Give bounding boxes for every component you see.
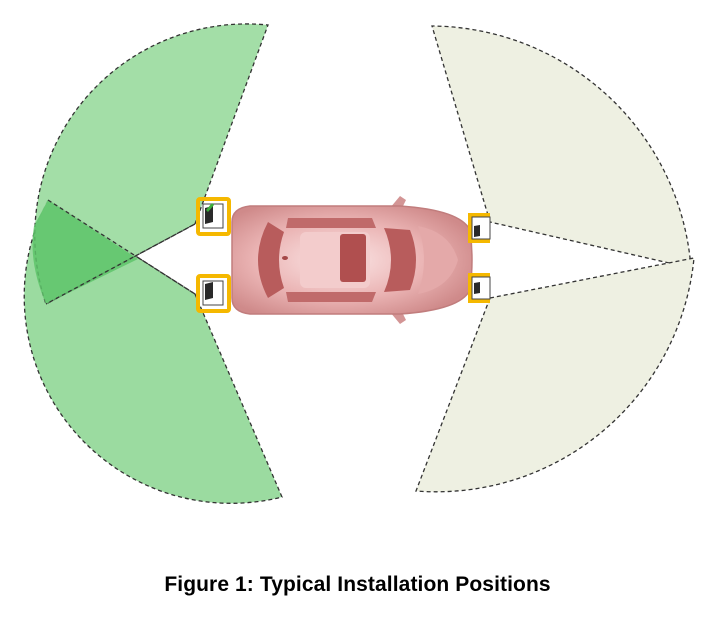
- sensor-mount: [205, 282, 213, 300]
- sensor-highlight-box: [196, 197, 231, 236]
- sensor-indicator: [206, 203, 214, 212]
- car-hood-detail: [282, 256, 288, 260]
- car-window-bottom: [286, 292, 376, 302]
- rear-lower-zone: [415, 257, 695, 493]
- front-right-sensor: [196, 274, 231, 313]
- front-detection-zones: [23, 23, 283, 504]
- sensor-mount: [474, 225, 480, 237]
- car-top-view-icon: [231, 196, 473, 324]
- front-overlap-edge-upper: [47, 199, 196, 295]
- rear-left-sensor: [468, 213, 491, 243]
- front-sensors: [196, 197, 231, 313]
- rear-sensors: [468, 213, 491, 303]
- sensor-highlight-bracket: [468, 213, 490, 243]
- rear-upper-zone: [431, 25, 692, 269]
- car-trunk: [418, 226, 458, 294]
- rear-right-sensor: [468, 273, 491, 303]
- car-windshield-front: [258, 222, 284, 298]
- car-windshield-rear: [384, 228, 416, 292]
- rear-detection-zones: [415, 25, 695, 493]
- figure-caption: Figure 1: Typical Installation Positions: [164, 573, 551, 596]
- installation-diagram: [23, 23, 695, 504]
- front-overlap-edge-lower: [45, 223, 196, 305]
- front-left-sensor: [196, 197, 231, 236]
- car-window-top: [286, 218, 376, 228]
- sensor-mount: [474, 282, 480, 294]
- car-sunroof: [340, 234, 366, 282]
- sensor-highlight-bracket: [468, 273, 490, 303]
- sensor-highlight-box: [196, 274, 231, 313]
- front-overlap-region: [32, 200, 138, 304]
